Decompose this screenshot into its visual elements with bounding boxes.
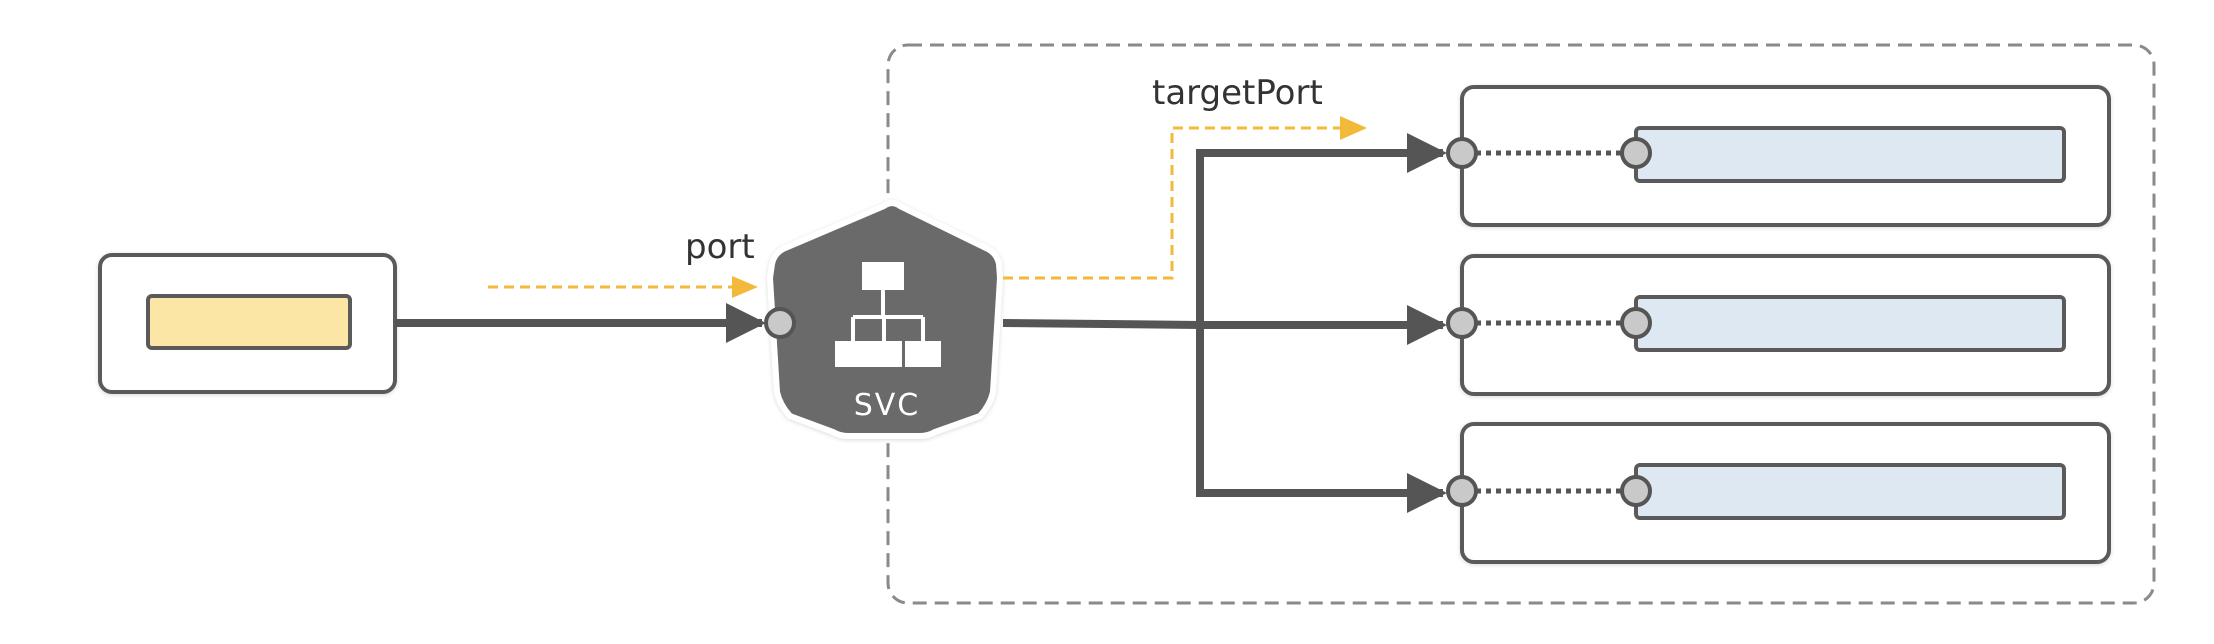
port-label: port (685, 227, 755, 267)
service-label: SVC (854, 388, 921, 423)
service-out-line (1002, 319, 1201, 329)
pod-3 (1446, 422, 2111, 564)
port-indicator: port (488, 227, 758, 298)
client (98, 253, 397, 394)
service: SVC (766, 200, 1004, 439)
target-port-label: targetPort (1152, 73, 1323, 113)
pod-container (1634, 126, 2066, 183)
pod-container (1634, 295, 2066, 352)
pod-port-node (1446, 137, 1478, 169)
container-port-node (1620, 475, 1652, 507)
network-hierarchy-icon (835, 262, 941, 367)
pod-port-node (1446, 475, 1478, 507)
service-routing (1002, 133, 1447, 513)
pod-1 (1446, 85, 2111, 227)
service-port-node (764, 307, 796, 339)
target-port-arrowhead (1340, 116, 1367, 140)
port-arrowhead (732, 276, 758, 298)
pod-port-node (1446, 307, 1478, 339)
pod-container (1634, 463, 2066, 520)
pod-2 (1446, 254, 2111, 396)
container-port-node (1620, 307, 1652, 339)
target-port-indicator: targetPort (1003, 73, 1367, 280)
container-port-node (1620, 137, 1652, 169)
target-port-dashed-line (1003, 126, 1340, 280)
client-container (146, 294, 352, 350)
